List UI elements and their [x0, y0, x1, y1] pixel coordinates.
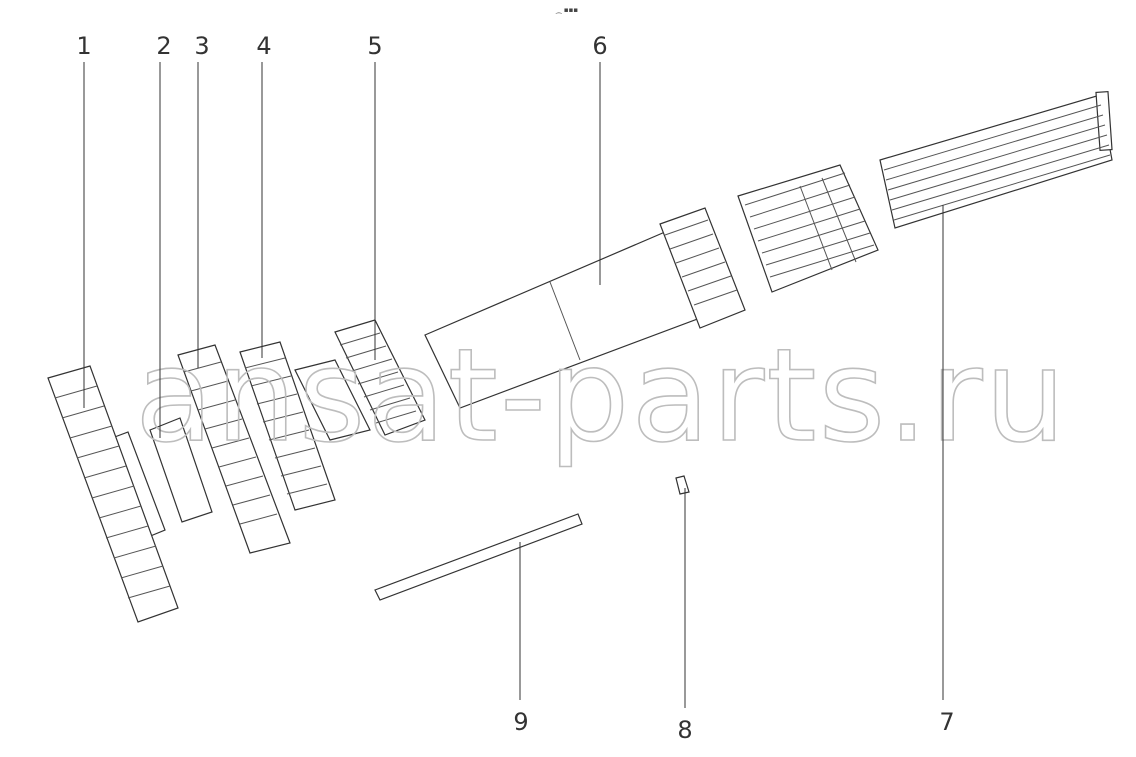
callout-3: 3 [194, 32, 209, 60]
callout-9: 9 [513, 708, 528, 736]
part-6-shaft-gear [659, 207, 746, 329]
callout-4: 4 [256, 32, 271, 60]
part-1-gear [47, 365, 179, 623]
callout-7: 7 [939, 708, 954, 736]
spacer-4-5 [294, 359, 371, 441]
callout-8: 8 [677, 716, 692, 744]
watermark: ansat-parts.ru [135, 322, 1068, 471]
leader-lines [83, 62, 944, 708]
header-mark: ⁔ ▪▪▪ [555, 6, 578, 14]
callout-6: 6 [592, 32, 607, 60]
part-9-rod [374, 513, 583, 601]
part-6-splined-section [737, 164, 879, 293]
part-8-pin [675, 475, 690, 495]
part-3-gear [177, 344, 291, 554]
callout-2: 2 [156, 32, 171, 60]
part-5-gear [334, 319, 426, 436]
callout-5: 5 [367, 32, 382, 60]
callout-1: 1 [76, 32, 91, 60]
part-2-bushing [149, 417, 213, 523]
part-7-splined-sleeve [879, 91, 1113, 229]
part-4-gear [239, 341, 336, 511]
